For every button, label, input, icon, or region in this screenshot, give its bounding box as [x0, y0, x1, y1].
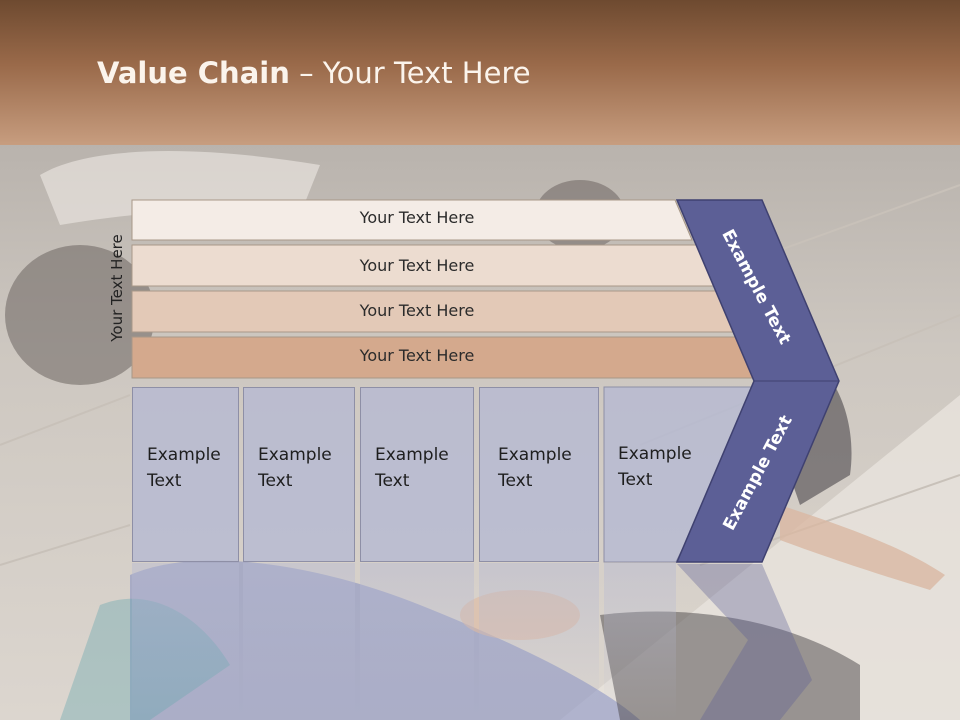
- background-photo: [0, 145, 960, 720]
- chevron-reflection: [677, 564, 812, 720]
- example-box-4-line2: Text: [498, 471, 533, 491]
- bar-2-label: Your Text Here: [359, 256, 475, 275]
- background-photo-art: [0, 151, 960, 720]
- example-box-1-line1: Example: [147, 445, 221, 465]
- bar-1-label: Your Text Here: [359, 208, 475, 227]
- example-box-2-reflection: [243, 563, 355, 720]
- box-5-shape[interactable]: [603, 386, 763, 563]
- example-box-4-reflection: [479, 563, 599, 720]
- slide-title[interactable]: Value Chain – Your Text Here: [97, 56, 531, 90]
- example-box-2-line1: Example: [258, 445, 332, 465]
- bar-1-shape[interactable]: [131, 199, 693, 241]
- bar-3-label: Your Text Here: [359, 301, 475, 320]
- example-box-1-reflection: [132, 563, 239, 720]
- title-bold: Value Chain: [97, 56, 290, 90]
- example-box-3-line2: Text: [375, 471, 410, 491]
- header-band: Value Chain – Your Text Here: [0, 0, 960, 145]
- example-box-5-line2: Text: [618, 470, 653, 490]
- example-box-2-line2: Text: [258, 471, 293, 491]
- example-box-3-reflection: [360, 563, 474, 720]
- example-box-1-line2: Text: [147, 471, 182, 491]
- title-rest: – Your Text Here: [289, 56, 531, 90]
- example-box-3-line1: Example: [375, 445, 449, 465]
- example-box-5-line1: Example: [618, 444, 692, 464]
- example-box-4-line1: Example: [498, 445, 572, 465]
- example-box-5-reflection: [604, 563, 676, 720]
- bar-4-label: Your Text Here: [359, 346, 475, 365]
